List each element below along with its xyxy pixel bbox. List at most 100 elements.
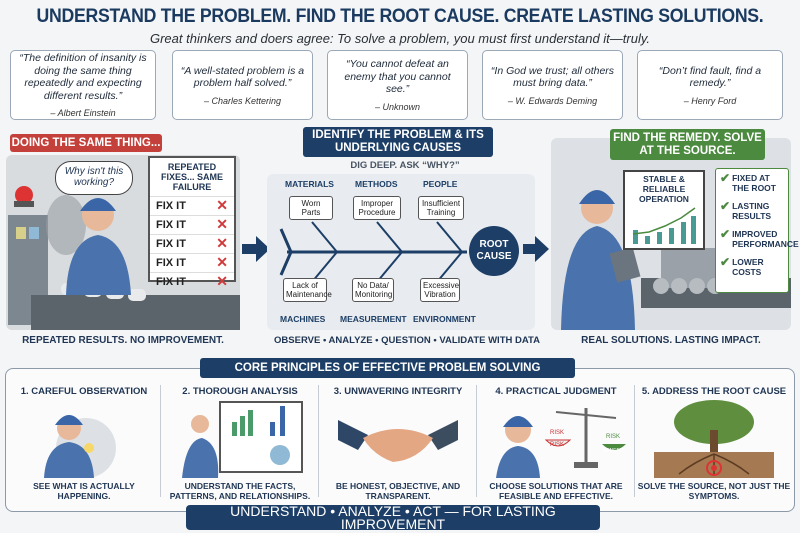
- fix-row: FIX IT ✕: [150, 196, 234, 215]
- principle-observation: 1. CAREFUL OBSERVATION SEE WHAT IS ACTUA…: [6, 378, 162, 506]
- divider: [318, 385, 319, 497]
- category-environment: ENVIRONMENT: [413, 314, 476, 324]
- worker-machine-illustration: [8, 186, 241, 330]
- quote-text: “The definition of insanity is doing the…: [19, 52, 147, 102]
- quote-author: – Henry Ford: [683, 95, 737, 106]
- principle-title: 4. PRACTICAL JUDGMENT: [495, 386, 617, 397]
- scale-label: RISK: [550, 442, 564, 448]
- category-methods: METHODS: [355, 179, 398, 189]
- category-measurement: MEASUREMENT: [340, 314, 407, 324]
- arrow-right-icon: [242, 236, 270, 262]
- inspector-illustration: [44, 415, 116, 478]
- x-icon: ✕: [216, 197, 228, 213]
- principle-analysis: 2. THOROUGH ANALYSIS UNDERSTAND THE FACT…: [162, 378, 318, 506]
- quote-text: “Don’t find fault, find a remedy.”: [658, 64, 762, 90]
- cause-insufficient-training: Insufficient Training: [418, 196, 464, 220]
- quote-author: – Unknown: [374, 101, 421, 112]
- cause-improper-procedure: Improper Procedure: [353, 196, 401, 220]
- bar-chart-icon: [632, 207, 696, 244]
- fix-row: FIX IT ✕: [150, 215, 234, 234]
- divider: [160, 385, 161, 497]
- principle-judgment: 4. PRACTICAL JUDGMENT RISK RISK RISK BENEFI…: [478, 378, 634, 506]
- quote-card: “A well-stated problem is a problem half…: [172, 50, 313, 120]
- cause-excessive-vibration: Excessive Vibration: [420, 278, 460, 302]
- category-materials: MATERIALS: [285, 179, 334, 189]
- quote-text: “You cannot defeat an enemy that you can…: [344, 58, 451, 96]
- cause-no-data: No Data/ Monitoring: [352, 278, 394, 302]
- x-icon: ✕: [216, 273, 228, 289]
- x-icon: ✕: [216, 216, 228, 232]
- check-label: IMPROVED PERFORMANCE: [732, 229, 799, 249]
- benefits-checklist: ✔FIXED AT THE ROOT ✔LASTING RESULTS ✔IMP…: [715, 168, 799, 293]
- principle-title: 1. CAREFUL OBSERVATION: [20, 386, 148, 397]
- board-title: REPEATED FIXES... SAME FAILURE: [160, 162, 223, 192]
- principle-title: 5. ADDRESS THE ROOT CAUSE: [641, 386, 787, 397]
- scale-label: BENEFIT: [603, 448, 624, 454]
- principle-title: 3. UNWAVERING INTEGRITY: [333, 386, 463, 397]
- check-item: ✔FIXED AT THE ROOT: [720, 171, 784, 193]
- cause-lack-of-maintenance: Lack of Maintenance: [283, 278, 332, 302]
- fishbone-lines: [279, 221, 467, 283]
- scale-illustration: RISK RISK RISK BENEFIT: [496, 408, 626, 478]
- quote-author: – Charles Kettering: [203, 95, 282, 106]
- check-label: LASTING RESULTS: [732, 201, 772, 221]
- doing-same-thing-banner: DOING THE SAME THING...: [10, 134, 162, 152]
- quote-text: “A well-stated problem is a problem half…: [180, 64, 305, 90]
- fix-row: FIX IT✕: [150, 234, 234, 253]
- quote-author: – W. Edwards Deming: [507, 95, 598, 106]
- check-label: LOWER COSTS: [732, 257, 764, 277]
- principle-desc: UNDERSTAND THE FACTS, PATTERNS, AND RELA…: [169, 481, 311, 501]
- fix-label: FIX IT: [156, 257, 186, 269]
- thought-bubble: Why isn't this working?: [55, 161, 133, 195]
- middle-caption: OBSERVE • ANALYZE • QUESTION • VALIDATE …: [274, 335, 540, 346]
- subtitle: Great thinkers and doers agree: To solve…: [149, 31, 651, 46]
- scale-label: RISK: [550, 430, 564, 436]
- fix-label: FIX IT: [156, 276, 186, 288]
- check-item: ✔LOWER COSTS: [720, 255, 784, 277]
- checkmark-icon: ✔: [720, 171, 731, 185]
- principle-integrity: 3. UNWAVERING INTEGRITY BE HONEST, OBJEC…: [320, 378, 476, 506]
- principle-title: 2. THOROUGH ANALYSIS: [182, 386, 298, 397]
- checkmark-icon: ✔: [720, 199, 731, 213]
- principles-banner: CORE PRINCIPLES OF EFFECTIVE PROBLEM SOL…: [200, 358, 575, 378]
- main-title: UNDERSTAND THE PROBLEM. FIND THE ROOT CA…: [36, 6, 764, 27]
- check-item: ✔IMPROVED PERFORMANCE: [720, 227, 799, 249]
- principle-root-cause: 5. ADDRESS THE ROOT CAUSE SOLVE THE SOUR…: [636, 378, 792, 506]
- find-remedy-banner: FIND THE REMEDY. SOLVE AT THE SOURCE.: [610, 129, 765, 160]
- principle-desc: SEE WHAT IS ACTUALLY HAPPENING.: [33, 481, 135, 501]
- divider: [476, 385, 477, 497]
- quote-text: “In God we trust; all others must bring …: [490, 64, 615, 90]
- quote-card: “In God we trust; all others must bring …: [482, 50, 623, 120]
- checkmark-icon: ✔: [720, 255, 731, 269]
- quote-card: “The definition of insanity is doing the…: [10, 50, 156, 120]
- dig-deep-subtitle: DIG DEEP. ASK “WHY?”: [350, 160, 460, 171]
- chart-title: STABLE & RELIABLE OPERATION: [639, 174, 689, 204]
- tree-roots-icon: [654, 400, 774, 478]
- root-cause-circle: ROOT CAUSE: [469, 226, 519, 276]
- quote-card: “Don’t find fault, find a remedy.” – Henr…: [637, 50, 783, 120]
- fix-row: FIX IT ✕: [150, 253, 234, 272]
- arrow-right-icon: [523, 236, 549, 262]
- check-item: ✔LASTING RESULTS: [720, 199, 784, 221]
- fix-label: FIX IT: [156, 238, 186, 250]
- quote-author: – Albert Einstein: [50, 108, 116, 118]
- checkmark-icon: ✔: [720, 227, 731, 241]
- divider: [634, 385, 635, 497]
- principle-desc: CHOOSE SOLUTIONS THAT ARE FEASIBLE AND E…: [489, 481, 623, 501]
- fix-label: FIX IT: [156, 219, 186, 231]
- scale-label: RISK: [606, 434, 620, 440]
- cause-worn-parts: Worn Parts: [289, 196, 333, 220]
- quote-card: “You cannot defeat an enemy that you can…: [327, 50, 468, 120]
- analyst-illustration: [182, 401, 303, 478]
- fix-label: FIX IT: [156, 200, 186, 212]
- principle-desc: BE HONEST, OBJECTIVE, AND TRANSPARENT.: [335, 481, 461, 501]
- principle-desc: SOLVE THE SOURCE, NOT JUST THE SYMPTOMS.: [637, 481, 791, 501]
- check-label: FIXED AT THE ROOT: [732, 173, 776, 193]
- x-icon: ✕: [216, 254, 228, 270]
- category-people: PEOPLE: [423, 179, 458, 189]
- repeated-fixes-board: REPEATED FIXES... SAME FAILURE FIX IT ✕ F…: [148, 156, 236, 288]
- left-caption: REPEATED RESULTS. NO IMPROVEMENT.: [22, 335, 224, 346]
- fix-row: FIX IT ✕: [150, 272, 234, 291]
- handshake-icon: [338, 420, 458, 462]
- right-caption: REAL SOLUTIONS. LASTING IMPACT.: [581, 335, 761, 346]
